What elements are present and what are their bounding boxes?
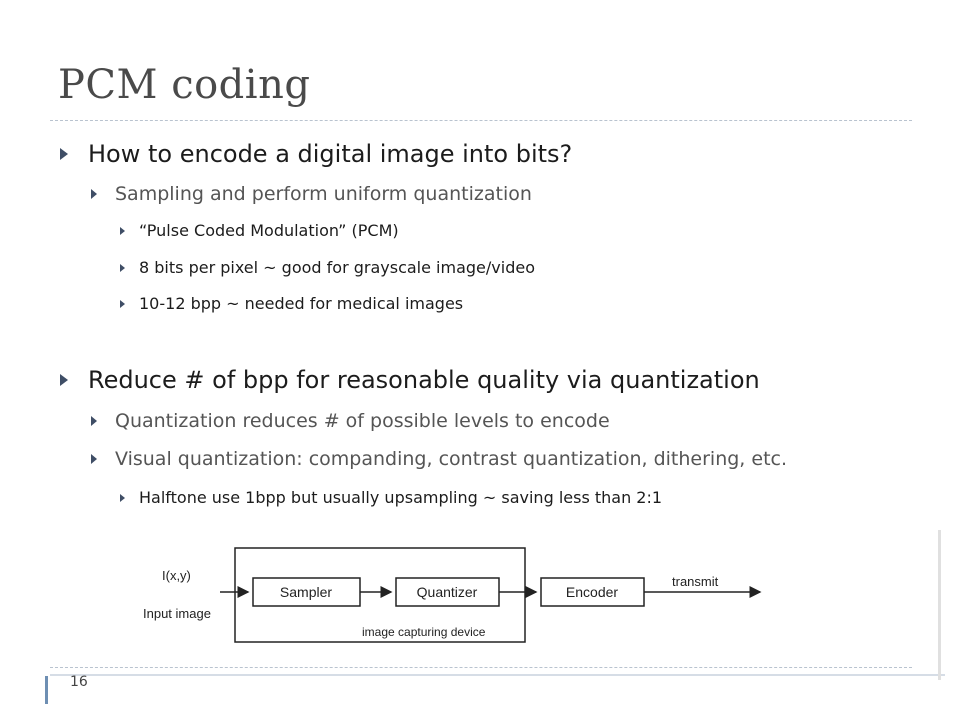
bullet-text: “Pulse Coded Modulation” (PCM): [139, 221, 399, 240]
bullet-quantization-levels: Quantization reduces # of possible level…: [91, 410, 610, 432]
bullet-pcm: “Pulse Coded Modulation” (PCM): [120, 221, 399, 240]
sampler-block: [252, 577, 361, 607]
footer-accent: [45, 676, 48, 704]
pcm-block-diagram: I(x,y) Input image Sampler Quantizer Enc…: [143, 547, 762, 643]
bullet-text: Visual quantization: companding, contras…: [115, 448, 788, 470]
input-image-label: Input image: [143, 606, 211, 621]
footer-bar: [50, 674, 945, 676]
bullet-encode-question: How to encode a digital image into bits?: [60, 140, 572, 168]
transmit-label: transmit: [672, 574, 719, 589]
bullet-text: Reduce # of bpp for reasonable quality v…: [88, 366, 760, 394]
title-divider: [50, 120, 912, 121]
quantizer-label: Quantizer: [417, 584, 478, 600]
bullet-text: Sampling and perform uniform quantizatio…: [115, 183, 532, 205]
bullet-arrow-icon: [120, 226, 125, 235]
bullet-text: Halftone use 1bpp but usually upsampling…: [139, 488, 663, 507]
bullet-medical: 10-12 bpp ~ needed for medical images: [120, 294, 463, 313]
bullet-text: 8 bits per pixel ~ good for grayscale im…: [139, 258, 535, 277]
encoder-label: Encoder: [566, 584, 618, 600]
sampler-label: Sampler: [280, 584, 332, 600]
page-number: 16: [70, 674, 88, 690]
bullet-arrow-icon: [120, 299, 125, 308]
bullet-arrow-icon: [60, 148, 68, 160]
bullet-text: How to encode a digital image into bits?: [88, 140, 573, 168]
slide-title: PCM coding: [58, 62, 311, 108]
bullet-8-bits: 8 bits per pixel ~ good for grayscale im…: [120, 258, 535, 277]
bullet-sampling: Sampling and perform uniform quantizatio…: [91, 183, 532, 205]
capture-device-box: [234, 547, 526, 643]
bullet-arrow-icon: [60, 374, 68, 386]
input-signal-label: I(x,y): [162, 568, 191, 583]
device-label: image capturing device: [362, 625, 486, 639]
bullet-text: 10-12 bpp ~ needed for medical images: [139, 294, 464, 313]
bullet-arrow-icon: [120, 263, 125, 272]
bullet-arrow-icon: [91, 189, 97, 199]
bullet-reduce-bpp: Reduce # of bpp for reasonable quality v…: [60, 366, 760, 394]
side-accent: [938, 530, 941, 680]
bullet-halftone: Halftone use 1bpp but usually upsampling…: [120, 488, 662, 507]
bullet-arrow-icon: [91, 454, 97, 464]
bullet-arrow-icon: [120, 493, 125, 502]
bullet-visual-quantization: Visual quantization: companding, contras…: [91, 448, 787, 470]
footer-divider: [50, 667, 912, 668]
bullet-arrow-icon: [91, 416, 97, 426]
bullet-text: Quantization reduces # of possible level…: [115, 410, 610, 432]
